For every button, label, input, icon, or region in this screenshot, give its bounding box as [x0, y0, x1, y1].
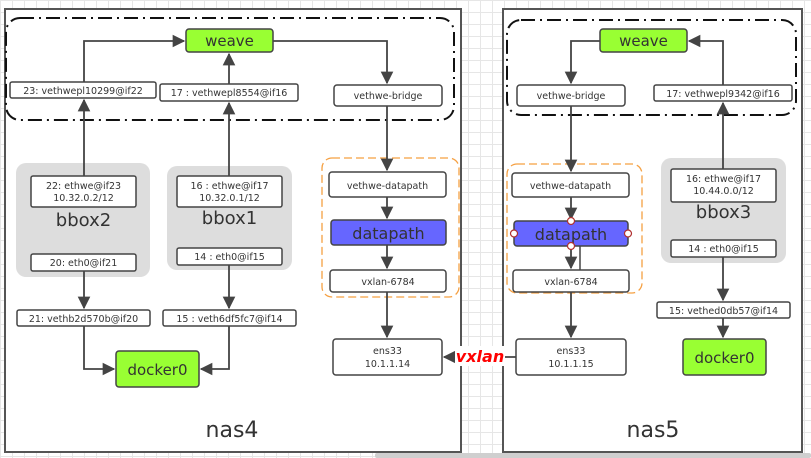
vethwe-datapath-label: vethwe-datapath — [347, 181, 428, 192]
ethwe-label: 22: ethwe@if23 — [46, 181, 121, 192]
vethwe-datapath-node-nas4[interactable]: vethwe-datapath — [328, 171, 447, 198]
docker0-node-nas4[interactable]: docker0 — [115, 350, 200, 388]
edge-weave-to-bridge — [273, 40, 394, 85]
container-name: bbox2 — [56, 210, 111, 231]
datapath-node-nas5[interactable]: datapath — [513, 220, 629, 247]
ens33-name: ens33 — [373, 346, 402, 357]
weave-node-nas4[interactable]: weave — [185, 28, 274, 53]
datapath-label: datapath — [352, 224, 424, 243]
veth-node-vethwepl9342[interactable]: 17: vethwepl9342@if16 — [653, 84, 793, 102]
eth0-label: 14 : eth0@if15 — [688, 244, 759, 255]
bridge-label: vethwe-bridge — [537, 91, 606, 102]
host-name-nas5: nas5 — [627, 418, 680, 443]
veth-node-vethwepl8554[interactable]: 17 : vethwepl8554@if16 — [159, 83, 299, 102]
handle-top[interactable] — [566, 216, 576, 226]
vxlan-label: vxlan-6784 — [361, 277, 414, 288]
handle-left[interactable] — [509, 229, 519, 238]
ethwe-label: 16: ethwe@if17 — [686, 174, 761, 185]
edge-weave-to-bridge-nas5 — [564, 40, 600, 85]
docker0-label: docker0 — [127, 361, 187, 379]
edge-veth-left-to-weave — [83, 34, 186, 82]
vethwe-bridge-node-nas5[interactable]: vethwe-bridge — [516, 84, 626, 107]
container-name: bbox1 — [202, 208, 257, 229]
ethwe-label: 16 : ethwe@if17 — [190, 181, 268, 192]
vethwe-datapath-label: vethwe-datapath — [530, 181, 611, 192]
selection-handles[interactable] — [509, 216, 633, 251]
container-bbox3[interactable]: 16: ethwe@if17 10.44.0.0/12 bbox3 14 : e… — [661, 158, 786, 263]
host-veth-label: 21: vethb2d570b@if20 — [29, 314, 138, 325]
container-name: bbox3 — [696, 202, 751, 223]
veth-label: 17: vethwepl9342@if16 — [666, 89, 780, 100]
handle-bottom[interactable] — [566, 241, 576, 251]
datapath-node-nas4[interactable]: datapath — [330, 219, 447, 246]
veth-label: 17 : vethwepl8554@if16 — [171, 88, 288, 99]
edge-host-veth-to-docker0-left — [83, 326, 116, 376]
ens33-node-nas5[interactable]: ens33 10.1.1.15 — [515, 338, 627, 376]
vxlan-node-nas5[interactable]: vxlan-6784 — [512, 269, 630, 293]
tunnel-label-bg — [455, 346, 505, 366]
eth0-label: 20: eth0@if21 — [50, 258, 118, 269]
host-veth-label: 15: vethed0db57@if14 — [669, 306, 778, 317]
container-bbox2[interactable]: 22: ethwe@if23 10.32.0.2/12 bbox2 20: et… — [16, 163, 150, 277]
vethwe-datapath-node-nas5[interactable]: vethwe-datapath — [511, 172, 630, 198]
veth-node-vethwepl10299[interactable]: 23: vethwepl10299@if22 — [9, 81, 157, 99]
docker0-label: docker0 — [694, 349, 754, 367]
datapath-group-boundary-nas4 — [321, 157, 460, 298]
datapath-label: datapath — [535, 225, 607, 244]
ethwe-ip: 10.32.0.1/12 — [199, 193, 260, 204]
weave-node-nas5[interactable]: weave — [599, 28, 688, 53]
host-name-nas4: nas4 — [206, 418, 259, 443]
vxlan-label: vxlan-6784 — [544, 277, 597, 288]
host-veth-veth6df5fc7[interactable]: 15 : veth6df5fc7@if14 — [162, 309, 297, 327]
eth0-label: 14 : eth0@if15 — [194, 252, 265, 263]
host-veth-label: 15 : veth6df5fc7@if14 — [176, 314, 282, 325]
edge-host-veth-to-docker0-right — [199, 326, 230, 376]
weave-label: weave — [619, 32, 668, 50]
veth-label: 23: vethwepl10299@if22 — [23, 86, 143, 97]
datapath-group-boundary-nas5 — [506, 163, 643, 294]
ens33-ip: 10.1.1.14 — [365, 359, 410, 370]
vxlan-node-nas4[interactable]: vxlan-6784 — [329, 269, 447, 293]
ens33-name: ens33 — [557, 346, 586, 357]
tunnel-label: vxlan — [456, 347, 504, 366]
weave-label: weave — [205, 32, 254, 50]
handle-right[interactable] — [623, 229, 633, 238]
weave-group-boundary-nas4 — [5, 17, 455, 121]
ethwe-ip: 10.44.0.0/12 — [693, 186, 754, 197]
ethwe-ip: 10.32.0.2/12 — [53, 193, 114, 204]
vethwe-bridge-node-nas4[interactable]: vethwe-bridge — [333, 84, 443, 107]
host-veth-vethb2d570b[interactable]: 21: vethb2d570b@if20 — [16, 309, 151, 327]
ens33-ip: 10.1.1.15 — [548, 359, 593, 370]
edge-veth-to-weave-nas5 — [687, 34, 724, 85]
weave-group-boundary-nas5 — [506, 19, 797, 116]
horizontal-scrollbar[interactable] — [375, 453, 811, 458]
container-bbox1[interactable]: 16 : ethwe@if17 10.32.0.1/12 bbox1 14 : … — [167, 166, 292, 270]
bridge-label: vethwe-bridge — [354, 91, 423, 102]
host-veth-vethed0db57[interactable]: 15: vethed0db57@if14 — [656, 301, 791, 319]
docker0-node-nas5[interactable]: docker0 — [682, 338, 767, 376]
ens33-node-nas4[interactable]: ens33 10.1.1.14 — [332, 338, 443, 376]
